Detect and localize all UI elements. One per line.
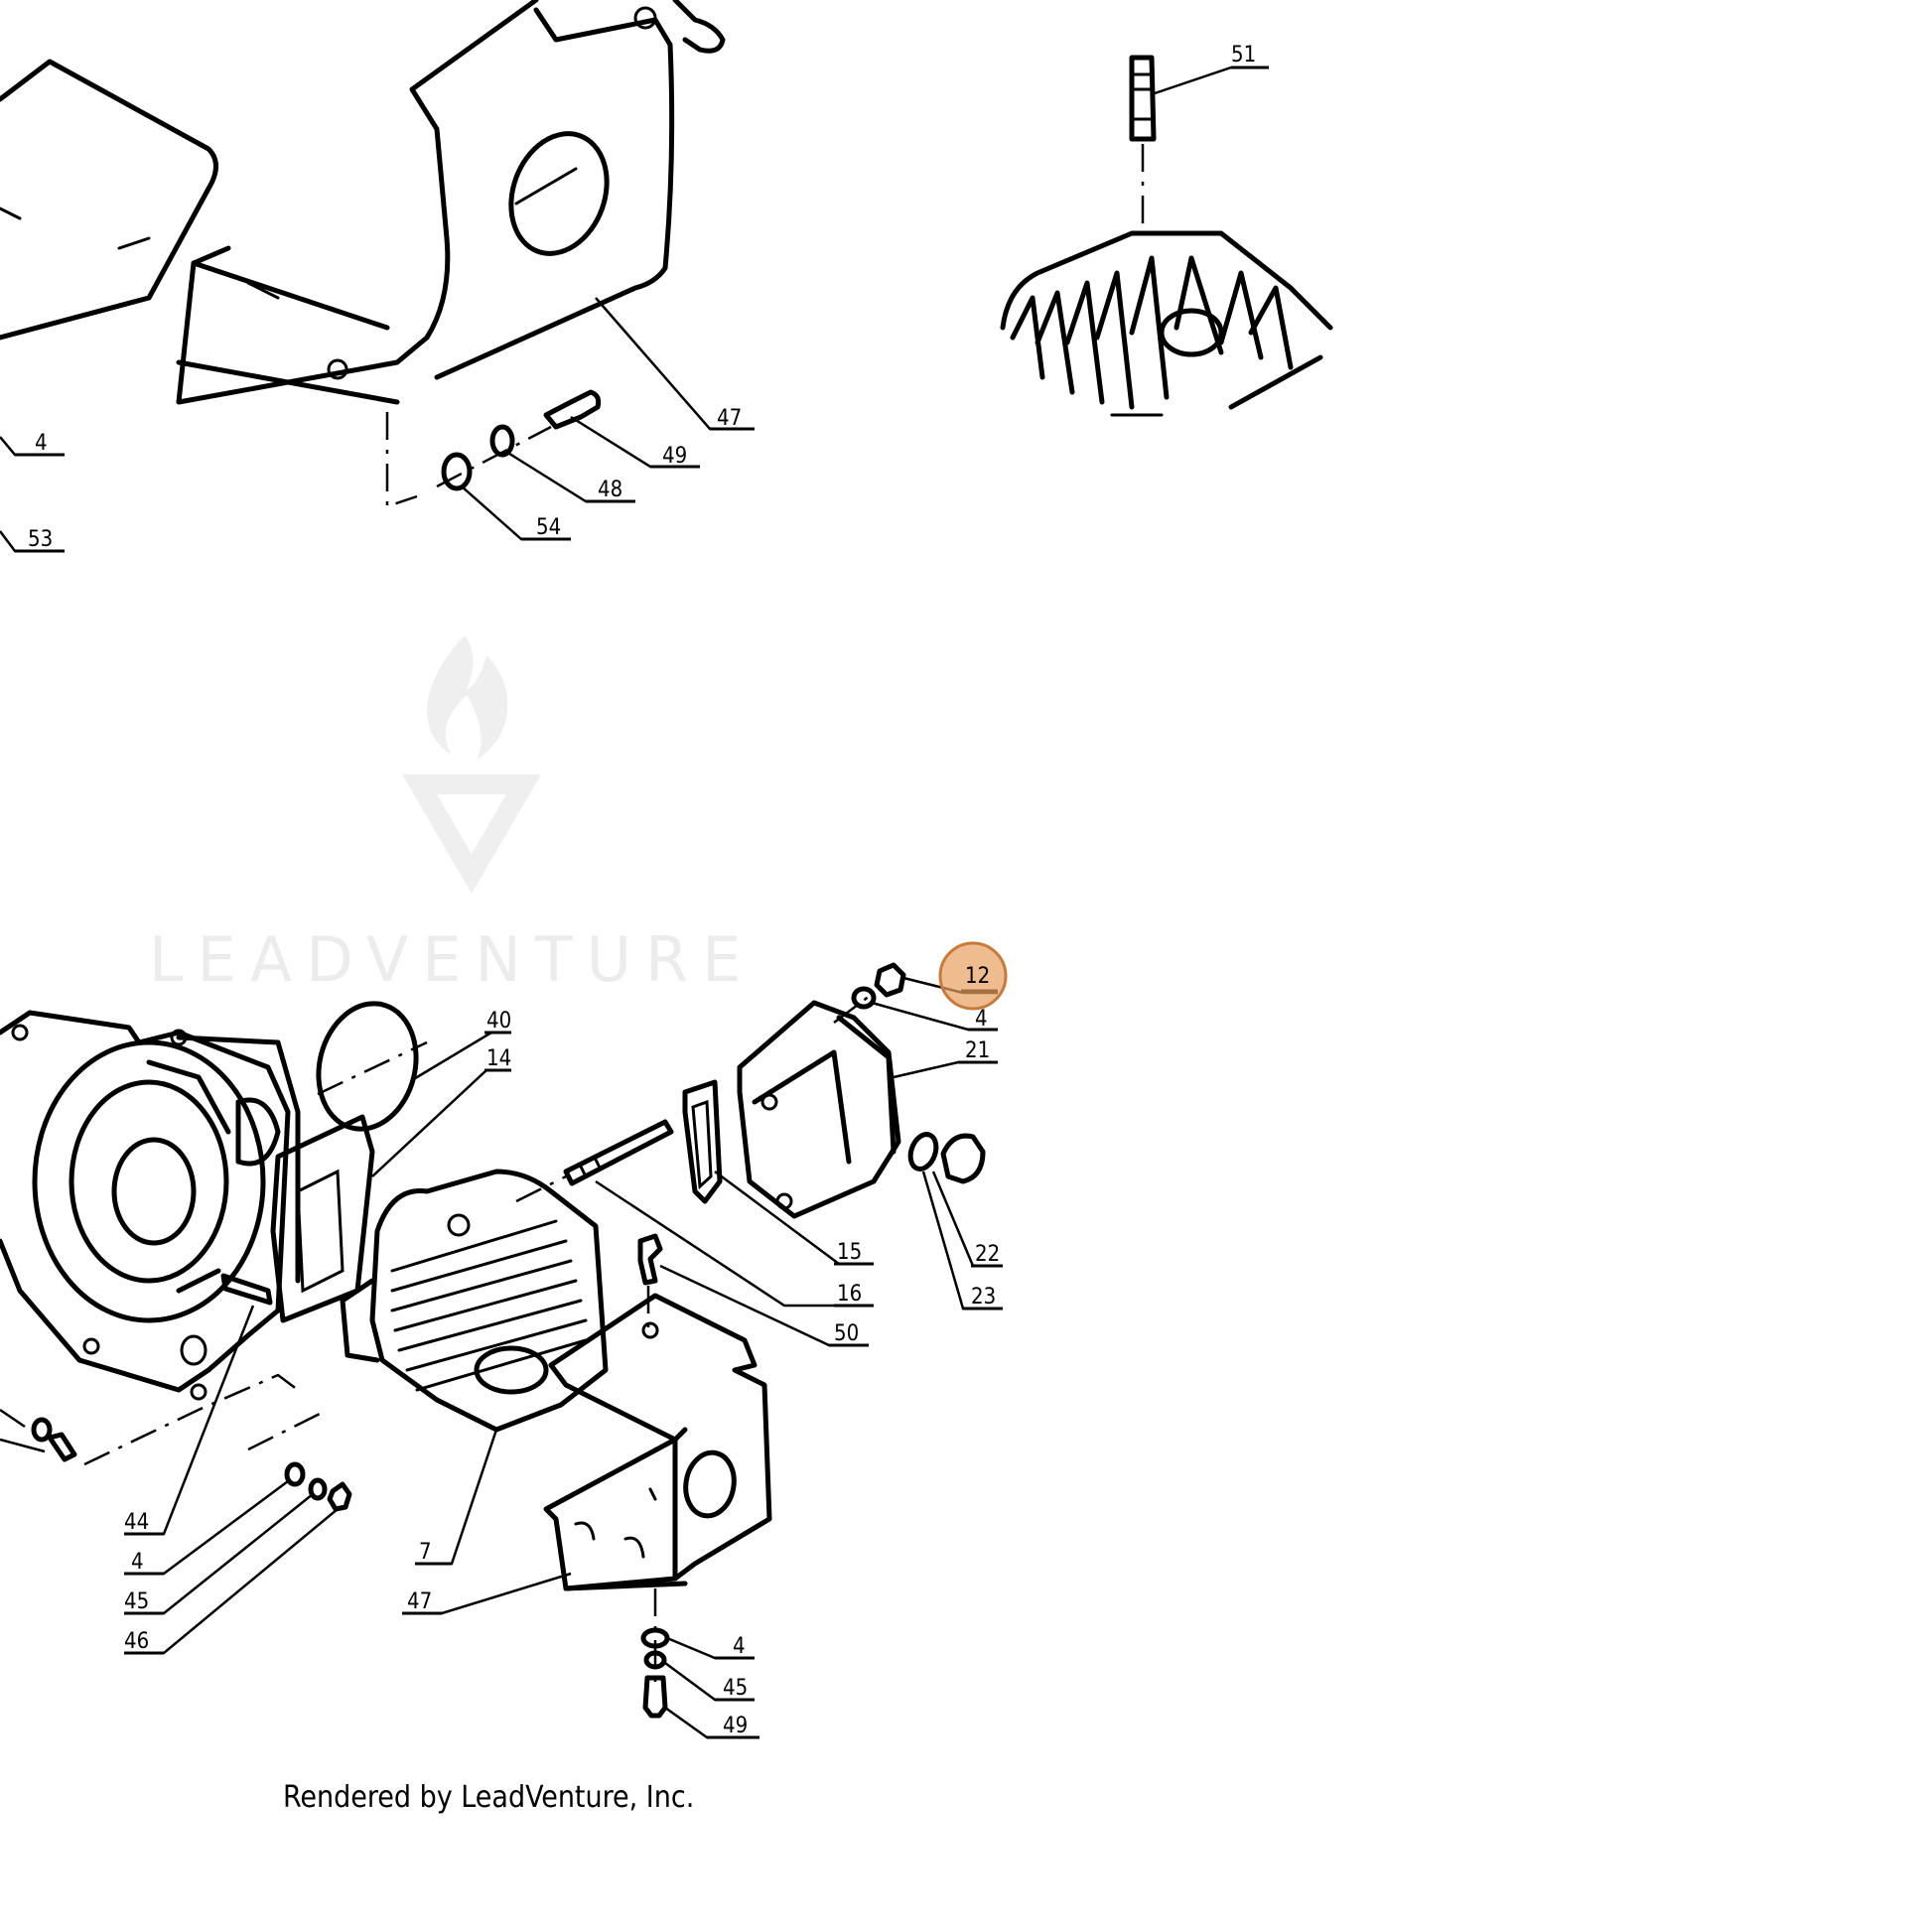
callout-53[interactable]: 53 <box>28 527 53 552</box>
ring-23-part[interactable] <box>906 1131 941 1173</box>
stud-44-part[interactable] <box>220 1273 273 1306</box>
muffler-21-part[interactable] <box>737 1000 901 1219</box>
washer-54-part[interactable] <box>441 452 473 491</box>
callout-4-cyl[interactable]: 4 <box>131 1550 144 1575</box>
highlight-marker <box>938 941 1008 1011</box>
nut-46-part[interactable] <box>327 1481 352 1512</box>
washer-45-shield-part[interactable] <box>643 1650 667 1670</box>
credit-text: Rendered by LeadVenture, Inc. <box>283 1780 694 1815</box>
washer-48-part[interactable] <box>489 424 515 458</box>
heat-shield-47-part[interactable] <box>543 1293 772 1591</box>
callout-45-cyl[interactable]: 45 <box>124 1589 149 1614</box>
nut-12-part[interactable] <box>874 962 906 998</box>
callout-7[interactable]: 7 <box>419 1540 432 1565</box>
watermark-text: LEADVENTURE <box>149 923 755 996</box>
washer-45-cyl-part[interactable] <box>308 1477 328 1501</box>
top-bolt-part[interactable] <box>633 0 726 54</box>
screw-50-part[interactable] <box>637 1233 663 1286</box>
leadventure-watermark-logo <box>402 635 541 894</box>
callout-46[interactable]: 46 <box>124 1629 149 1654</box>
cylinder-7-part[interactable] <box>340 1169 609 1433</box>
callout-4-shield[interactable]: 4 <box>733 1634 746 1659</box>
callout-14[interactable]: 14 <box>486 1046 511 1071</box>
callout-23[interactable]: 23 <box>971 1285 996 1310</box>
callout-48[interactable]: 48 <box>598 478 622 502</box>
washer-4-muffler-part[interactable] <box>851 986 877 1010</box>
callout-44[interactable]: 44 <box>124 1510 149 1535</box>
crankcase-part[interactable] <box>0 1010 301 1401</box>
bolt-49-shield-part[interactable] <box>642 1675 668 1719</box>
callout-22[interactable]: 22 <box>975 1242 1000 1267</box>
callout-54[interactable]: 54 <box>536 515 561 540</box>
callout-4-left[interactable]: 4 <box>35 431 48 456</box>
washer-4-cyl-part[interactable] <box>284 1461 306 1487</box>
callout-45-shield[interactable]: 45 <box>723 1676 748 1701</box>
callout-47-top[interactable]: 47 <box>717 406 742 431</box>
callout-47-bottom[interactable]: 47 <box>407 1589 432 1614</box>
callout-15[interactable]: 15 <box>837 1240 862 1265</box>
cap-22-part[interactable] <box>940 1133 986 1184</box>
callout-40[interactable]: 40 <box>486 1009 511 1034</box>
callout-16[interactable]: 16 <box>837 1282 862 1307</box>
callout-4-muffler[interactable]: 4 <box>975 1007 988 1032</box>
crank-bolt-part[interactable] <box>31 1417 77 1462</box>
muffler-stud-part[interactable] <box>563 1119 674 1186</box>
callout-12[interactable]: 12 <box>965 964 990 989</box>
stud-51-part[interactable] <box>1129 55 1157 142</box>
callout-21[interactable]: 21 <box>965 1038 990 1063</box>
callout-49-top[interactable]: 49 <box>662 444 687 469</box>
callout-50[interactable]: 50 <box>834 1321 859 1346</box>
muffler-gasket-part[interactable] <box>682 1079 723 1204</box>
cylinder-head-part[interactable] <box>1000 230 1333 417</box>
cylinder-shroud-part[interactable] <box>0 0 675 405</box>
o-ring-40-part[interactable] <box>306 993 429 1139</box>
bolt-49-part[interactable] <box>543 389 602 430</box>
washer-4-shield-part[interactable] <box>640 1627 670 1649</box>
callout-49-shield[interactable]: 49 <box>723 1714 748 1738</box>
callout-51[interactable]: 51 <box>1231 43 1256 68</box>
